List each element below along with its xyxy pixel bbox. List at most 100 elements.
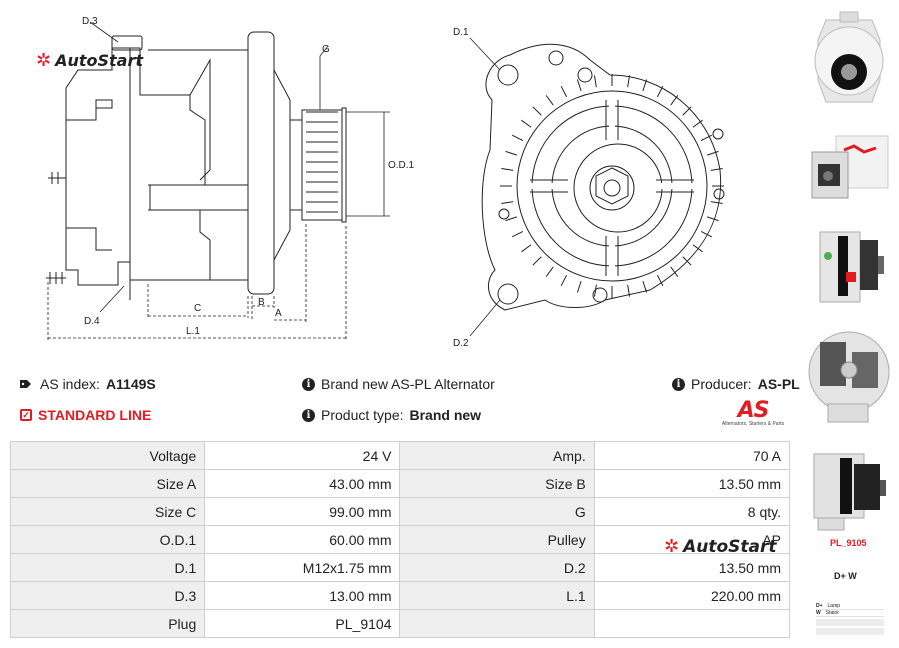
cooling-fin	[501, 201, 514, 205]
cooling-fin	[670, 95, 679, 106]
cooling-fin	[511, 230, 524, 238]
logo-text: AutoStart	[55, 51, 144, 70]
technical-drawing: D.3 D.4 G O.D.1 C B A L.1 D.1 D.2 ✲ Auto…	[0, 0, 800, 360]
cooling-fin	[593, 75, 597, 88]
thumbnail-side-view[interactable]	[806, 212, 892, 308]
cooling-fin	[710, 167, 723, 171]
thumbnail-front-view[interactable]	[806, 6, 892, 114]
tag-icon	[20, 380, 31, 388]
spec-value: M12x1.75 mm	[204, 553, 401, 582]
cooling-fin	[627, 75, 631, 88]
cooling-fin	[692, 244, 703, 253]
label-d2: D.2	[453, 338, 469, 349]
spec-value: 13.00 mm	[204, 581, 401, 610]
cooling-fin	[692, 119, 703, 128]
cooling-fin	[656, 85, 664, 98]
as-index: AS index: A1149S	[20, 376, 156, 392]
description-text: Brand new AS-PL Alternator	[321, 376, 495, 392]
thumbnail-rear-view[interactable]	[806, 314, 892, 434]
plug-label: PL_9105	[830, 538, 867, 548]
spec-key: Voltage	[9, 441, 206, 470]
as-pl-logo-subtitle: Alternators, Starters & Parts	[721, 421, 785, 427]
spec-value: 220.00 mm	[593, 581, 791, 610]
cooling-fin	[521, 244, 532, 253]
spec-key: Pulley	[399, 525, 595, 554]
cooling-fin	[710, 201, 723, 205]
label-a: A	[275, 308, 282, 319]
label-c: C	[194, 303, 201, 314]
cooling-fin	[532, 256, 542, 266]
spec-key	[399, 609, 595, 638]
spec-value: 13.50 mm	[593, 553, 791, 582]
as-index-value: A1149S	[105, 376, 156, 392]
spec-value: 99.00 mm	[204, 497, 401, 526]
cooling-fin	[521, 119, 532, 128]
cooling-fin	[505, 150, 518, 156]
spec-value: PL_9104	[204, 609, 401, 638]
producer-label: Producer:	[691, 376, 752, 392]
standard-line-text: STANDARD LINE	[38, 407, 152, 423]
label-l1: L.1	[186, 326, 200, 337]
product-type: i Product type: Brand new	[302, 407, 481, 423]
label-d1: D.1	[453, 27, 469, 38]
label-d4: D.4	[84, 316, 100, 327]
spec-value: 24 V	[204, 441, 401, 470]
cooling-fin	[700, 134, 713, 142]
spec-key: D.2	[399, 553, 595, 582]
legend-bar	[816, 619, 884, 626]
description: i Brand new AS-PL Alternator	[302, 376, 495, 392]
legend-value: Lamp	[827, 603, 841, 609]
checkbox-icon: ✓	[20, 409, 32, 421]
producer: i Producer: AS-PL	[672, 376, 800, 392]
cooling-fin	[593, 284, 597, 297]
as-pl-logo: AS Alternators, Starters & Parts	[714, 398, 792, 427]
thumbnail-angled-view[interactable]	[806, 438, 892, 536]
spec-value: 8 qty.	[593, 497, 791, 526]
info-icon: i	[302, 377, 315, 391]
standard-line: ✓ STANDARD LINE	[20, 407, 151, 423]
spec-key: L.1	[399, 581, 595, 610]
autostart-logo: ✲ AutoStart	[36, 50, 143, 71]
spec-key: Plug	[9, 609, 206, 638]
cooling-fin	[642, 280, 648, 293]
cooling-fin	[545, 266, 554, 277]
cooling-fin	[545, 95, 554, 106]
spec-key: Size A	[9, 469, 206, 498]
cooling-fin	[627, 284, 631, 297]
info-icon: i	[302, 408, 315, 422]
legend-key: W	[816, 610, 821, 616]
thumbnail-boxed-view[interactable]	[806, 130, 892, 206]
info-icon: i	[672, 377, 685, 391]
product-type-value: Brand new	[409, 407, 482, 423]
cooling-fin	[706, 216, 719, 222]
spec-key: G	[399, 497, 595, 526]
spec-key: Size C	[9, 497, 206, 526]
legend-bar	[816, 628, 884, 635]
alternator-drawing: D.3 D.4 G O.D.1 C B A L.1 D.1 D.2	[46, 16, 725, 349]
cooling-fin	[670, 266, 679, 277]
label-od1: O.D.1	[388, 160, 415, 171]
cooling-fin	[505, 216, 518, 222]
autostart-mark-icon: ✲	[36, 50, 52, 71]
label-g: G	[322, 44, 330, 55]
spec-value: 13.50 mm	[593, 469, 791, 498]
cooling-fin	[576, 280, 582, 293]
legend-key: D+	[816, 603, 823, 609]
spec-key: Amp.	[399, 441, 595, 470]
cooling-fin	[501, 167, 514, 171]
spec-value: 43.00 mm	[204, 469, 401, 498]
cooling-fin	[560, 274, 568, 287]
cooling-fin	[656, 274, 664, 287]
cooling-fin	[706, 150, 719, 156]
